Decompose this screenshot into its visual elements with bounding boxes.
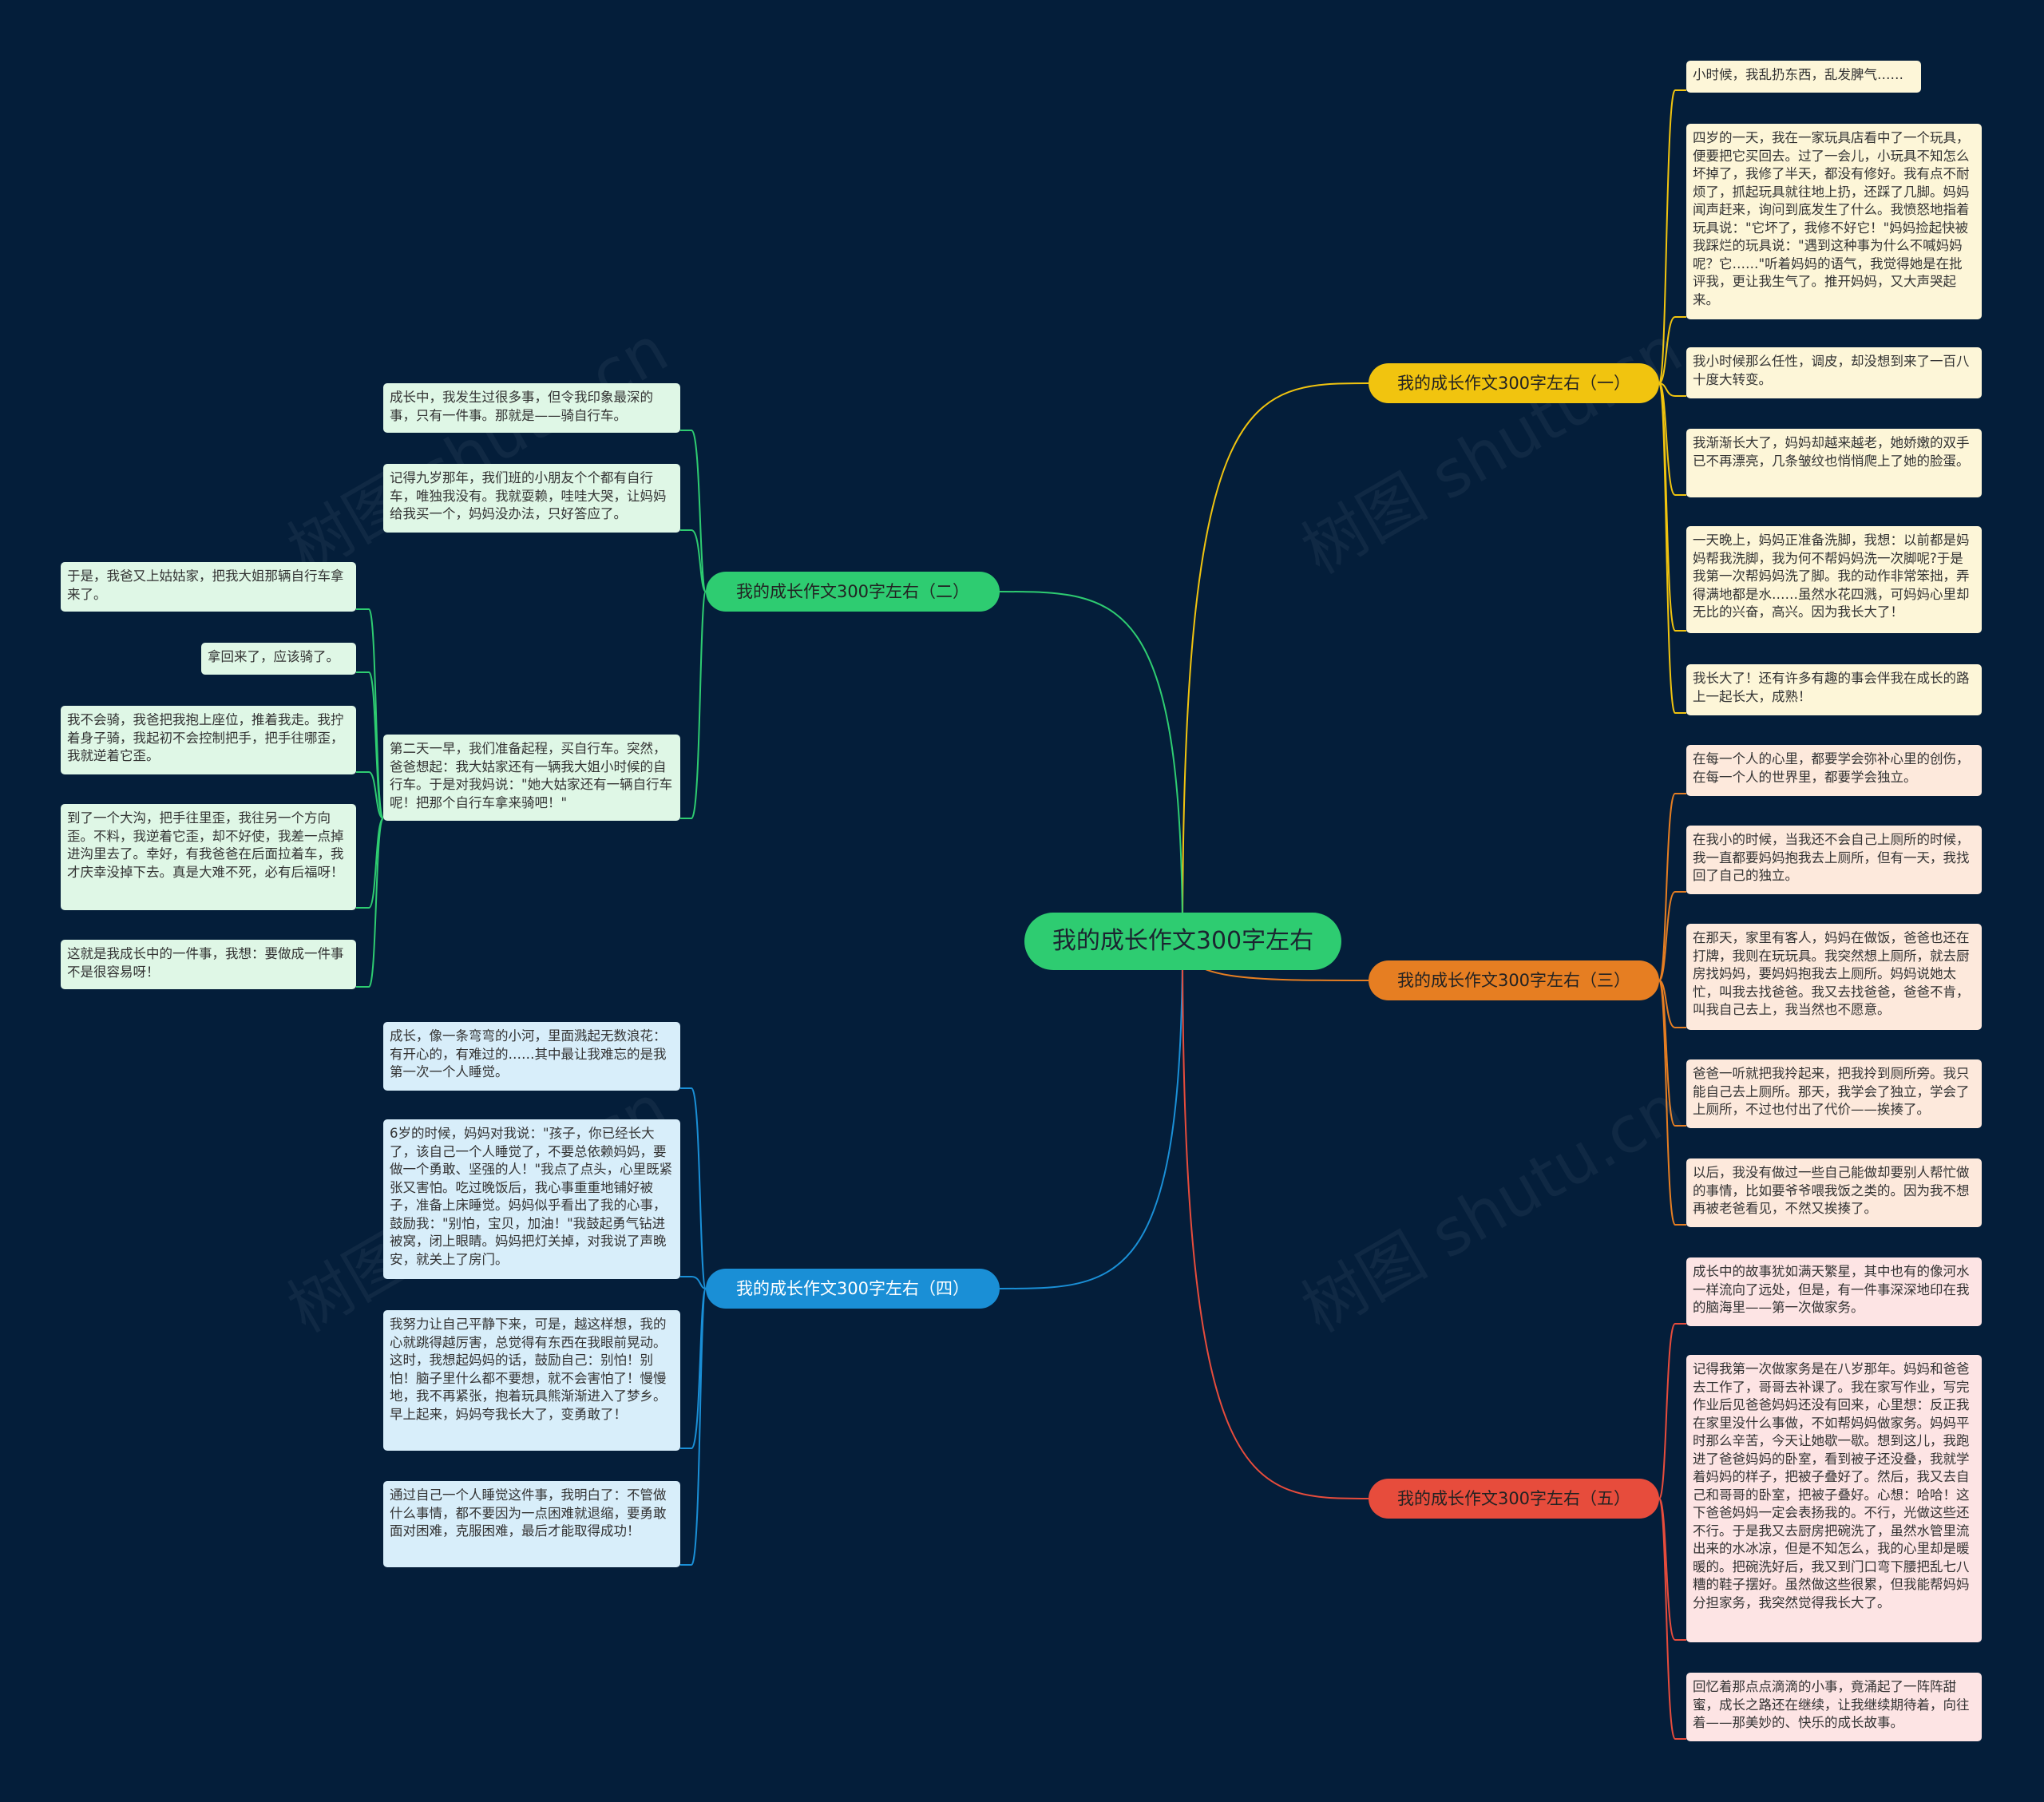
branch-1-leaf[interactable]: 我渐渐长大了，妈妈却越来越老，她娇嫩的双手已不再漂亮，几条皱纹也悄悄爬上了她的脸… (1686, 429, 1982, 497)
branch-1-leaf[interactable]: 小时候，我乱扔东西，乱发脾气…… (1686, 61, 1921, 93)
branch-3-leaf[interactable]: 爸爸一听就把我拎起来，把我拎到厕所旁。我只能自己去上厕所。那天，我学会了独立，学… (1686, 1059, 1982, 1128)
connector-line (680, 529, 707, 592)
connector-line (1658, 316, 1686, 384)
connector-line (1658, 1498, 1686, 1740)
branch-2-subleaf[interactable]: 拿回来了，应该骑了。 (201, 643, 356, 675)
connector-line (999, 591, 1183, 942)
branch-2-subleaf[interactable]: 我不会骑，我爸把我抱上座位，推着我走。我拧着身子骑，我起初不会控制把手，把手往哪… (61, 706, 356, 774)
branch-4-leaf[interactable]: 6岁的时候，妈妈对我说："孩子，你已经长大了，该自己一个人睡觉了，不要总依赖妈妈… (383, 1119, 680, 1279)
connector-line (680, 1087, 707, 1289)
branch-3-leaf[interactable]: 在我小的时候，当我还不会自己上厕所的时候，我一直都要妈妈抱我去上厕所，但有一天，… (1686, 826, 1982, 894)
connector-line (680, 430, 707, 592)
branch-5-leaf[interactable]: 回忆着那点点滴滴的小事，竟涌起了一阵阵甜蜜，成长之路还在继续，让我继续期待着，向… (1686, 1673, 1982, 1741)
connector-line (1182, 382, 1369, 942)
branch-1-leaf[interactable]: 一天晚上，妈妈正准备洗脚，我想：以前都是妈妈帮我洗脚，我为何不帮妈妈洗一次脚呢?… (1686, 526, 1982, 633)
connector-line (1658, 793, 1686, 981)
connector-line (1658, 382, 1686, 714)
branch-4[interactable]: 我的成长作文300字左右（四） (706, 1269, 1000, 1309)
connector-line (356, 771, 384, 819)
branch-2-leaf[interactable]: 记得九岁那年，我们班的小朋友个个都有自行车，唯独我没有。我就耍赖，哇哇大哭，让妈… (383, 464, 680, 533)
branch-2-leaf[interactable]: 成长中，我发生过很多事，但令我印象最深的事，只有一件事。那就是——骑自行车。 (383, 383, 680, 433)
branch-2-subleaf[interactable]: 这就是我成长中的一件事，我想：要做成一件事不是很容易呀！ (61, 940, 356, 989)
root-topic[interactable]: 我的成长作文300字左右 (1024, 913, 1341, 970)
branch-4-leaf[interactable]: 通过自己一个人睡觉这件事，我明白了：不管做什么事情，都不要因为一点困难就退缩，要… (383, 1481, 680, 1567)
branch-2-leaf[interactable]: 第二天一早，我们准备起程，买自行车。突然，爸爸想起：我大姑家还有一辆我大姐小时候… (383, 735, 680, 821)
branch-2[interactable]: 我的成长作文300字左右（二） (706, 572, 1000, 612)
branch-1[interactable]: 我的成长作文300字左右（一） (1369, 363, 1659, 403)
connector-line (1182, 941, 1369, 1499)
connector-line (999, 941, 1183, 1289)
connector-line (1658, 1323, 1686, 1499)
connector-line (1658, 382, 1686, 397)
branch-3-leaf[interactable]: 以后，我没有做过一些自己能做却要别人帮忙做的事情，比如要爷爷喂我饭之类的。因为我… (1686, 1158, 1982, 1227)
branch-4-leaf[interactable]: 我努力让自己平静下来，可是，越这样想，我的心就跳得越厉害，总觉得有东西在我眼前晃… (383, 1310, 680, 1451)
branch-3-leaf[interactable]: 在那天，家里有客人，妈妈在做饭，爸爸也还在打牌，我则在玩玩具。我突然想上厕所，就… (1686, 924, 1982, 1030)
connector-line (680, 591, 707, 819)
connector-line (356, 818, 384, 988)
branch-5-leaf[interactable]: 记得我第一次做家务是在八岁那年。妈妈和爸爸去工作了，哥哥去补课了。我在家写作业，… (1686, 1355, 1982, 1642)
branch-5-leaf[interactable]: 成长中的故事犹如满天繁星，其中也有的像河水一样流向了远处，但是，有一件事深深地印… (1686, 1257, 1982, 1326)
connector-line (1658, 980, 1686, 1028)
connector-line (1658, 891, 1686, 981)
branch-1-leaf[interactable]: 我小时候那么任性，调皮，却没想到来了一百八十度大转变。 (1686, 347, 1982, 398)
connector-line (1658, 382, 1686, 496)
connector-line (680, 1276, 707, 1289)
branch-1-leaf[interactable]: 我长大了！还有许多有趣的事会伴我在成长的路上一起长大，成熟！ (1686, 664, 1982, 715)
branch-2-subleaf[interactable]: 到了一个大沟，把手往里歪，我往另一个方向歪。不料，我逆着它歪，却不好使，我差一点… (61, 804, 356, 910)
branch-1-leaf[interactable]: 四岁的一天，我在一家玩具店看中了一个玩具，便要把它买回去。过了一会儿，小玩具不知… (1686, 124, 1982, 319)
connector-line (356, 671, 384, 819)
branch-3[interactable]: 我的成长作文300字左右（三） (1369, 960, 1659, 1000)
connector-line (1658, 89, 1686, 384)
branch-4-leaf[interactable]: 成长，像一条弯弯的小河，里面溅起无数浪花：有开心的，有难过的……其中最让我难忘的… (383, 1022, 680, 1091)
connector-line (356, 608, 384, 819)
branch-3-leaf[interactable]: 在每一个人的心里，都要学会弥补心里的创伤，在每一个人的世界里，都要学会独立。 (1686, 745, 1982, 796)
connector-line (1658, 980, 1686, 1226)
branch-2-subleaf[interactable]: 于是，我爸又上姑姑家，把我大姐那辆自行车拿来了。 (61, 562, 356, 612)
branch-5[interactable]: 我的成长作文300字左右（五） (1369, 1479, 1659, 1519)
connector-line (680, 1288, 707, 1566)
